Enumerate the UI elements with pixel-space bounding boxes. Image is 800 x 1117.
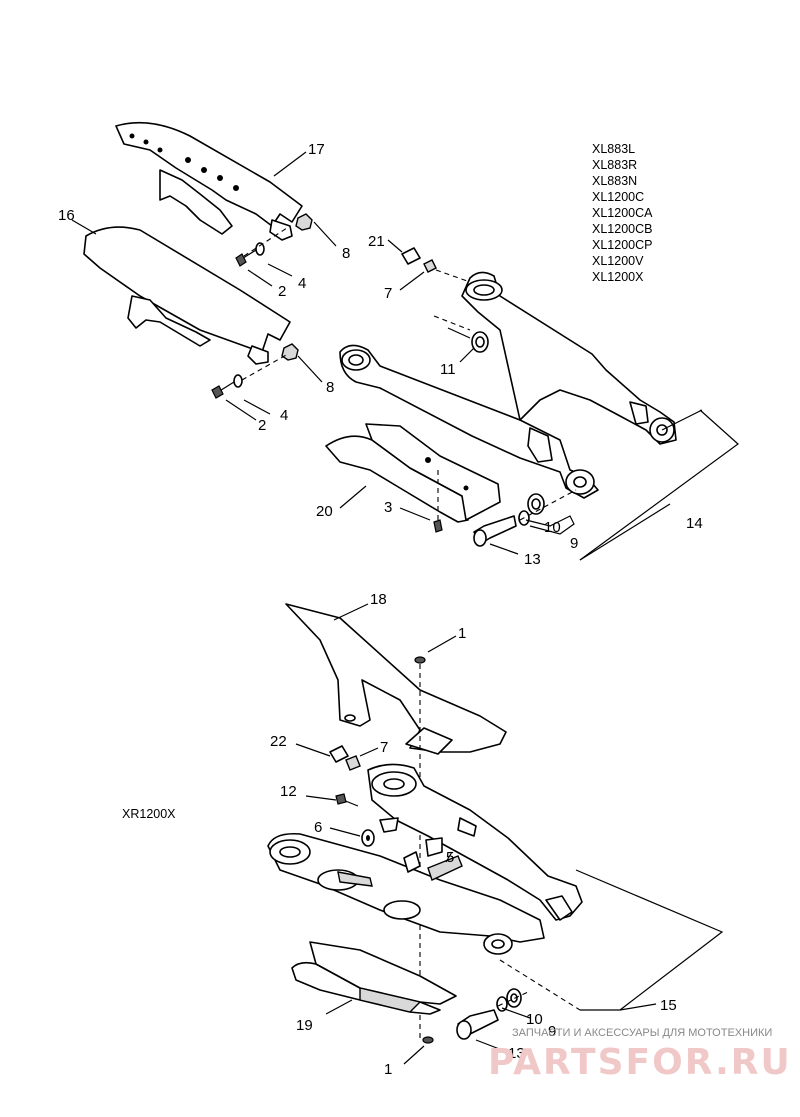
deflector-20 xyxy=(325,423,501,523)
belt-guard-18 xyxy=(285,603,507,755)
callout-2-upper: 2 xyxy=(278,283,286,300)
screw-1-top xyxy=(414,656,426,664)
nut-8-upper xyxy=(295,213,313,231)
belt-guard-16 xyxy=(83,226,291,365)
bushing-6 xyxy=(361,829,375,847)
bushing-9-bottom xyxy=(506,988,522,1008)
callout-7-bottom: 7 xyxy=(380,739,388,756)
callout-17: 17 xyxy=(308,141,325,158)
screw-2-lower xyxy=(211,381,235,399)
callout-4-upper: 4 xyxy=(298,275,306,292)
model-xl883r: XL883R xyxy=(592,158,637,172)
callout-4-lower: 4 xyxy=(280,407,288,424)
spacer-21 xyxy=(401,247,421,265)
model-xl1200v: XL1200V xyxy=(592,254,644,268)
nut-7-top xyxy=(423,259,437,273)
callout-1-bottom: 1 xyxy=(384,1061,392,1078)
callout-22: 22 xyxy=(270,733,287,750)
screw-3 xyxy=(433,519,443,533)
axle-bolt-13-bottom xyxy=(456,1009,499,1040)
callout-13-bottom: 13 xyxy=(508,1045,525,1062)
model-xr1200x: XR1200X xyxy=(122,807,176,821)
callout-14: 14 xyxy=(686,515,703,532)
callout-10-top: 10 xyxy=(544,519,561,536)
callout-8-lower: 8 xyxy=(326,379,334,396)
callout-8-upper: 8 xyxy=(342,245,350,262)
callout-19: 19 xyxy=(296,1017,313,1034)
model-xl1200cb: XL1200CB xyxy=(592,222,652,236)
model-xl1200ca: XL1200CA xyxy=(592,206,653,220)
model-list-top: XL883L XL883R XL883N XL1200C XL1200CA XL… xyxy=(592,142,653,284)
screw-2-upper xyxy=(235,249,257,267)
model-xl883n: XL883N xyxy=(592,174,637,188)
washer-4-upper xyxy=(255,242,265,256)
spacer-22 xyxy=(329,745,349,763)
axle-bolt-13-top xyxy=(473,515,517,547)
callout-3: 3 xyxy=(384,499,392,516)
callout-12: 12 xyxy=(280,783,297,800)
watermark: ЗАПЧАСТИ И АКСЕССУАРЫ ДЛЯ МОТОТЕХНИКИ PA… xyxy=(488,1027,792,1083)
bolt-11 xyxy=(447,327,489,353)
model-xl1200c: XL1200C xyxy=(592,190,644,204)
callout-20: 20 xyxy=(316,503,333,520)
model-xl1200x: XL1200X xyxy=(592,270,644,284)
callout-7-top: 7 xyxy=(384,285,392,302)
callout-10-bottom: 10 xyxy=(526,1011,543,1028)
callout-15: 15 xyxy=(660,997,677,1014)
watermark-logo: PARTSFOR.RU xyxy=(488,1042,792,1083)
nut-8-lower xyxy=(281,343,299,361)
callout-21: 21 xyxy=(368,233,385,250)
callout-6: 6 xyxy=(314,819,322,836)
screw-1-bottom xyxy=(422,1036,434,1044)
belt-guard-17 xyxy=(115,121,303,241)
watermark-caption: ЗАПЧАСТИ И АКСЕССУАРЫ ДЛЯ МОТОТЕХНИКИ xyxy=(512,1027,772,1039)
swingarm-15 xyxy=(267,763,583,955)
model-xl1200cp: XL1200CP xyxy=(592,238,652,252)
callout-9-top: 9 xyxy=(570,535,578,552)
callout-13-top: 13 xyxy=(524,551,541,568)
callout-11: 11 xyxy=(440,361,456,378)
bolt-12 xyxy=(335,793,359,807)
callout-1-top: 1 xyxy=(458,625,466,642)
callout-2-lower: 2 xyxy=(258,417,266,434)
deflector-19 xyxy=(291,941,457,1015)
callout-5: 5 xyxy=(446,849,454,866)
nut-7-bottom xyxy=(345,755,361,771)
callout-18: 18 xyxy=(370,591,387,608)
callout-9-bottom: 9 xyxy=(548,1023,556,1040)
washer-4-lower xyxy=(233,374,243,388)
callout-16: 16 xyxy=(58,207,75,224)
model-xl883l: XL883L xyxy=(592,142,635,156)
